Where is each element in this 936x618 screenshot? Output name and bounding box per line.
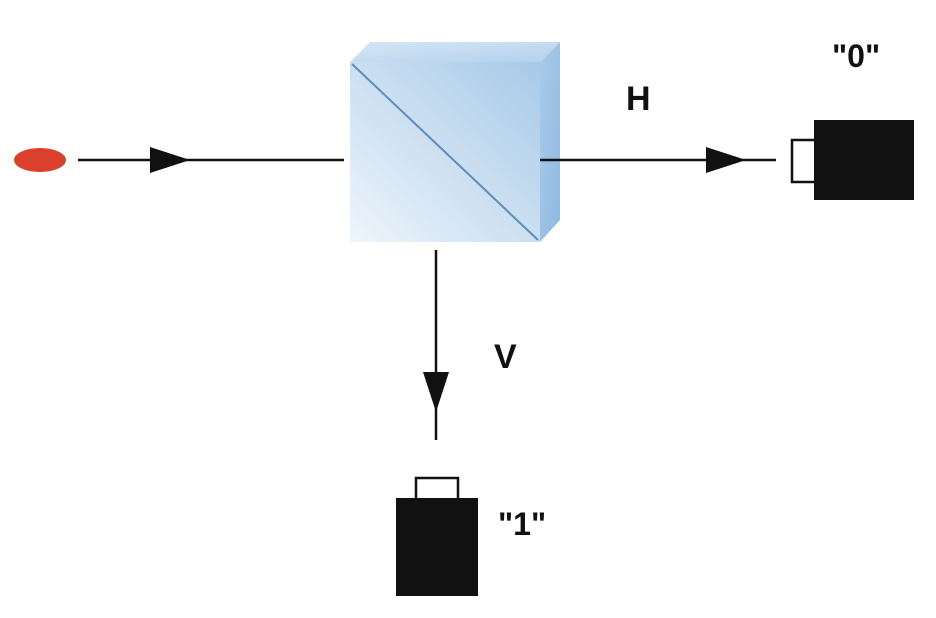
polarizing-beam-splitter-icon xyxy=(350,42,560,242)
incoming-arrow-icon xyxy=(150,147,190,173)
splitter-diagonal xyxy=(351,63,539,241)
cube-side-face xyxy=(540,42,560,242)
detector-vertical-label: "1" xyxy=(498,506,547,542)
cube-top-face xyxy=(350,42,560,62)
detector-window-icon xyxy=(790,138,818,184)
vertical-arrow-icon xyxy=(423,372,449,412)
vertical-polarization-label: V xyxy=(494,338,517,376)
detector-icon xyxy=(396,498,478,596)
horizontal-arrow-icon xyxy=(706,147,746,173)
detector-horizontal xyxy=(790,120,914,200)
horizontal-polarization-label: H xyxy=(626,80,651,118)
detector-horizontal-label: "0" xyxy=(832,38,881,74)
detector-window-icon xyxy=(414,476,460,502)
photon-dot-icon xyxy=(14,148,66,172)
detector-vertical xyxy=(396,476,478,596)
detector-icon xyxy=(814,120,914,200)
